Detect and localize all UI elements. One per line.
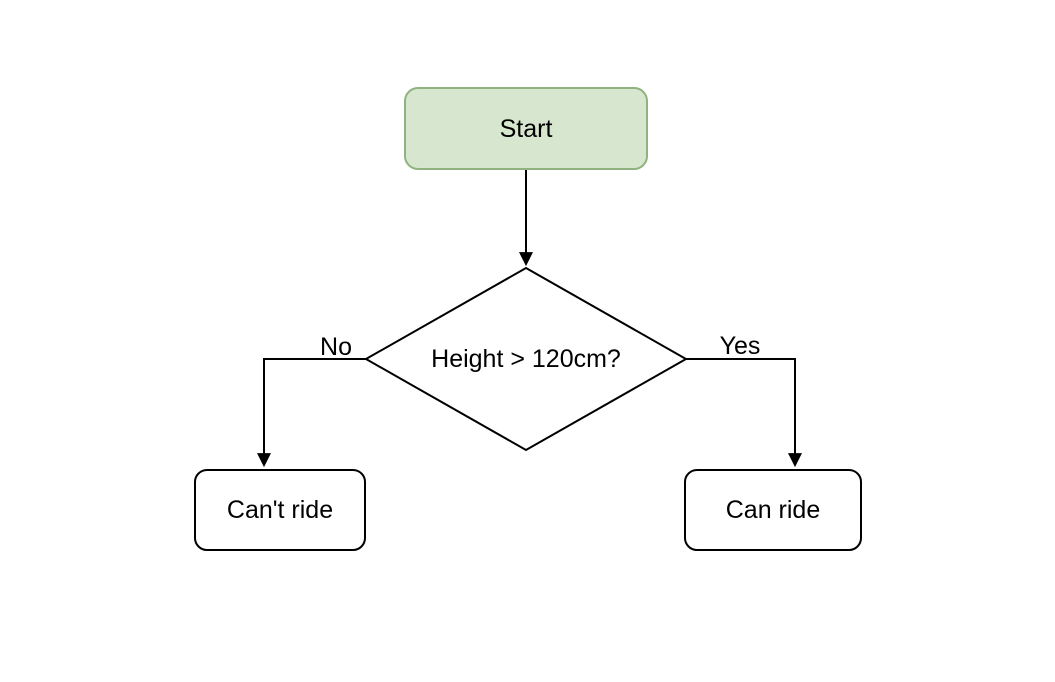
edge-label-no: No	[320, 333, 352, 361]
edge-label-yes: Yes	[720, 332, 761, 360]
node-decision	[363, 266, 689, 452]
node-decision-label: Height > 120cm?	[431, 345, 621, 373]
node-start-label: Start	[500, 115, 553, 143]
node-cant-ride	[194, 469, 366, 551]
node-start	[404, 87, 648, 170]
node-can-ride-label: Can ride	[726, 496, 821, 524]
node-cant-ride-label: Can't ride	[227, 496, 333, 524]
node-can-ride	[684, 469, 862, 551]
edge-decision-to-cant-ride	[257, 358, 366, 468]
edge-decision-to-can-ride	[686, 358, 802, 468]
